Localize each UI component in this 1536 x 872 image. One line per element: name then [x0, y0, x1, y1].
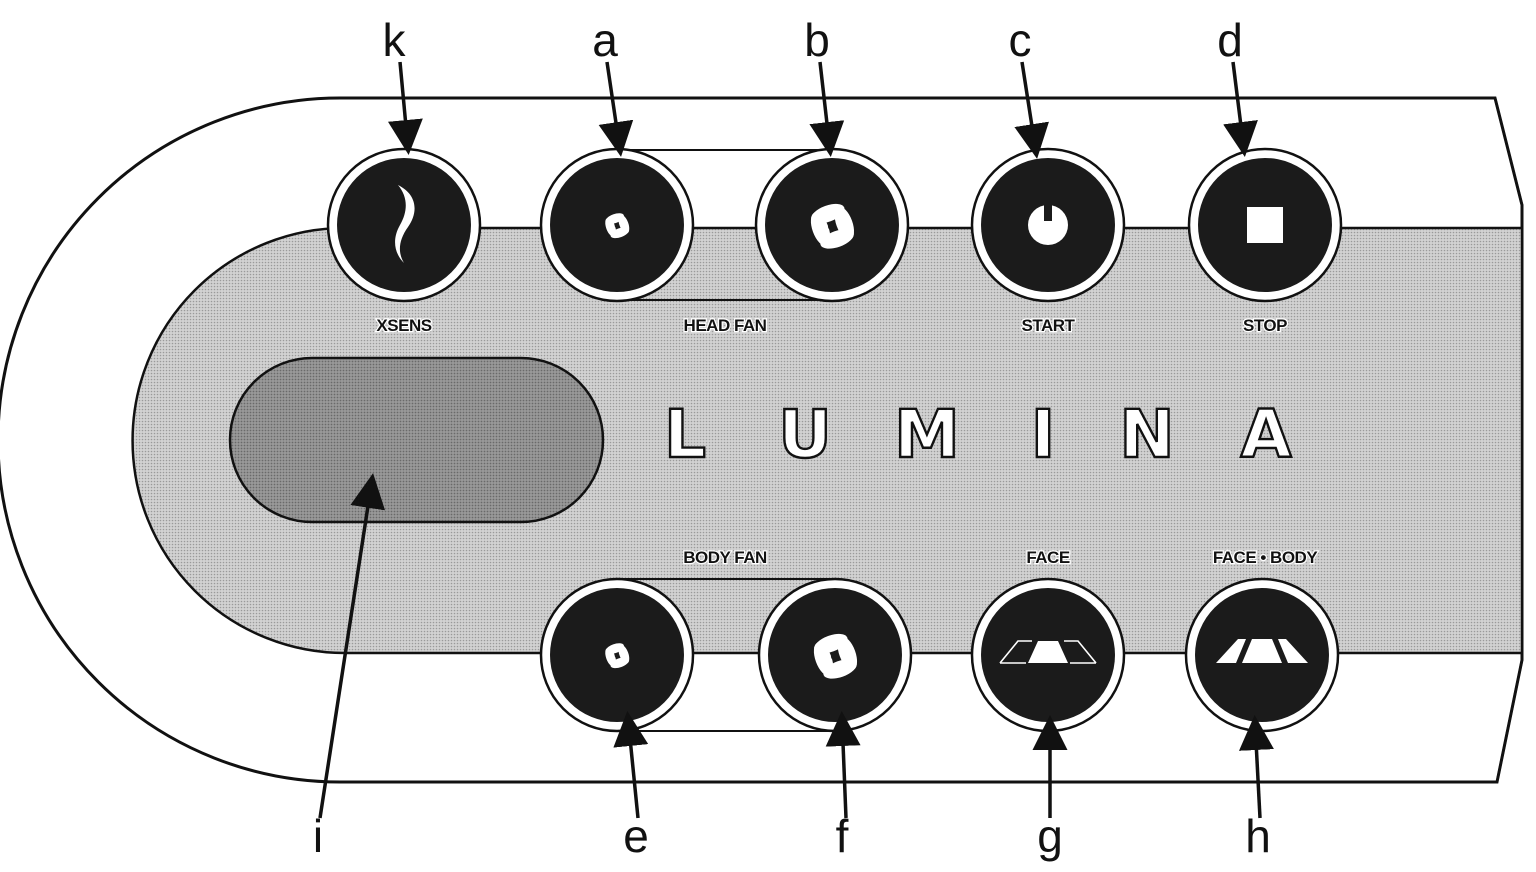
brand-letter: U: [778, 396, 834, 473]
display-window: [228, 356, 605, 524]
body-fan-label: BODY FAN: [683, 548, 767, 567]
start-label: START: [1022, 316, 1076, 335]
brand-letter: L: [664, 396, 708, 473]
callout-d: d: [1217, 14, 1243, 66]
face-button[interactable]: [970, 577, 1126, 733]
face-label: FACE: [1026, 548, 1070, 567]
arrow-f: [825, 711, 861, 819]
body-fan-low-button[interactable]: [539, 577, 695, 733]
brand-letter: N: [1119, 396, 1176, 473]
callout-a: a: [592, 14, 618, 66]
callout-b: b: [804, 14, 830, 66]
brand-letter: A: [1240, 396, 1293, 473]
callout-c: c: [1009, 14, 1032, 66]
face-body-tanner-icon: [1216, 639, 1308, 663]
start-button[interactable]: [970, 147, 1126, 303]
brand-letter: I: [1031, 396, 1058, 473]
power-icon: [1028, 199, 1068, 245]
callout-arrows: [318, 61, 1274, 819]
stop-label: STOP: [1243, 316, 1287, 335]
brand-wordmark: L U M I N A: [663, 395, 1293, 474]
wave-icon: [395, 185, 415, 263]
callout-g: g: [1037, 810, 1063, 862]
panel-tray: [131, 226, 1524, 655]
arrow-c: [1014, 61, 1049, 159]
arrow-d: [1223, 61, 1258, 157]
head-fan-label: HEAD FAN: [684, 316, 767, 335]
arrow-k: [387, 61, 423, 155]
callout-i: i: [313, 810, 323, 862]
callout-h: h: [1245, 810, 1271, 862]
arrow-e: [613, 711, 649, 819]
head-fan-low-button[interactable]: [539, 147, 695, 303]
callout-e: e: [623, 810, 649, 862]
callout-k: k: [383, 14, 407, 66]
arrow-b: [809, 61, 845, 157]
arrow-a: [598, 61, 634, 157]
brand-letter: M: [894, 396, 962, 473]
head-fan-high-button[interactable]: [754, 147, 910, 303]
face-body-label: FACE • BODY: [1213, 548, 1319, 567]
face-tanner-icon: [999, 640, 1097, 664]
stop-button[interactable]: [1187, 147, 1343, 303]
callout-f: f: [836, 810, 849, 862]
stop-square-icon: [1247, 207, 1283, 243]
xsens-button[interactable]: [326, 147, 482, 303]
body-fan-high-button[interactable]: [757, 577, 913, 733]
arrow-h: [1238, 715, 1274, 819]
arrow-i: [318, 473, 386, 819]
face-body-button[interactable]: [1184, 577, 1340, 733]
xsens-label: XSENS: [376, 316, 431, 335]
